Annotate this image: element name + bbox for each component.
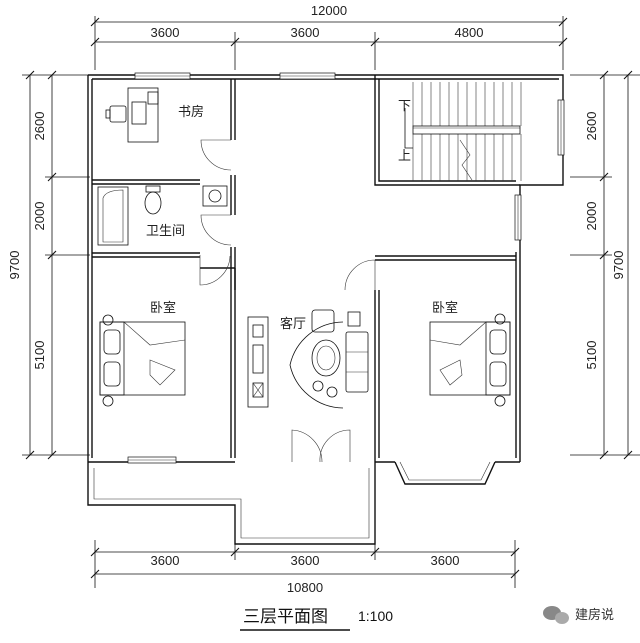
bottom-segment-dimension: 3600 — [151, 553, 180, 568]
living-room[interactable]: 客厅 — [247, 309, 369, 409]
desk-icon — [105, 87, 159, 143]
bottom-dimensions: 3600 3600 3600 10800 — [90, 540, 520, 595]
bedroom-left[interactable]: 卧室 — [99, 300, 186, 407]
drawing-caption: 三层平面图 1:100 — [240, 607, 393, 631]
drawing-title: 三层平面图 — [243, 607, 328, 627]
bed-icon — [429, 313, 511, 407]
tv-cabinet-icon — [247, 316, 269, 408]
staircase[interactable]: 下 上 — [398, 82, 522, 181]
stair-up-label: 上 — [398, 149, 411, 164]
bay-window — [394, 461, 496, 485]
toilet-icon — [144, 185, 162, 215]
left-total-dimension: 9700 — [7, 251, 22, 280]
top-total-dimension: 12000 — [311, 3, 347, 18]
top-segment-dimension: 3600 — [151, 25, 180, 40]
right-segment-dimension: 5100 — [584, 341, 599, 370]
top-segment-dimension: 4800 — [455, 25, 484, 40]
left-segment-dimension: 2600 — [32, 112, 47, 141]
doors — [199, 139, 376, 463]
balcony — [87, 462, 376, 545]
bathroom-label: 卫生间 — [146, 224, 185, 239]
top-dimensions: 12000 3600 3600 4800 — [90, 3, 568, 70]
windows — [127, 72, 565, 464]
sink-icon — [202, 185, 228, 207]
right-dimensions: 9700 2600 2000 5100 — [570, 70, 640, 460]
top-segment-dimension: 3600 — [291, 25, 320, 40]
bedroom-right[interactable]: 卧室 — [429, 300, 511, 407]
stair-down-label: 下 — [398, 99, 411, 114]
watermark: 建房说 — [543, 606, 614, 624]
left-segment-dimension: 2000 — [32, 202, 47, 231]
bedroom-left-label: 卧室 — [150, 300, 176, 316]
right-segment-dimension: 2000 — [584, 202, 599, 231]
walls — [87, 74, 564, 463]
study-label: 书房 — [178, 104, 204, 120]
bed-icon — [99, 314, 186, 407]
right-segment-dimension: 2600 — [584, 112, 599, 141]
bottom-segment-dimension: 3600 — [291, 553, 320, 568]
drawing-scale: 1:100 — [358, 608, 393, 624]
sofa-set-icon — [289, 309, 369, 409]
wechat-icon — [543, 606, 569, 624]
right-total-dimension: 9700 — [611, 251, 626, 280]
bottom-total-dimension: 10800 — [287, 580, 323, 595]
living-room-label: 客厅 — [280, 316, 306, 332]
bathroom[interactable]: 卫生间 — [97, 185, 228, 246]
bottom-segment-dimension: 3600 — [431, 553, 460, 568]
bedroom-right-label: 卧室 — [432, 300, 458, 316]
left-segment-dimension: 5100 — [32, 341, 47, 370]
study[interactable]: 书房 — [105, 87, 204, 143]
bathtub-icon — [97, 186, 129, 246]
watermark-text: 建房说 — [575, 607, 614, 623]
left-dimensions: 9700 2600 2000 5100 — [7, 70, 90, 460]
